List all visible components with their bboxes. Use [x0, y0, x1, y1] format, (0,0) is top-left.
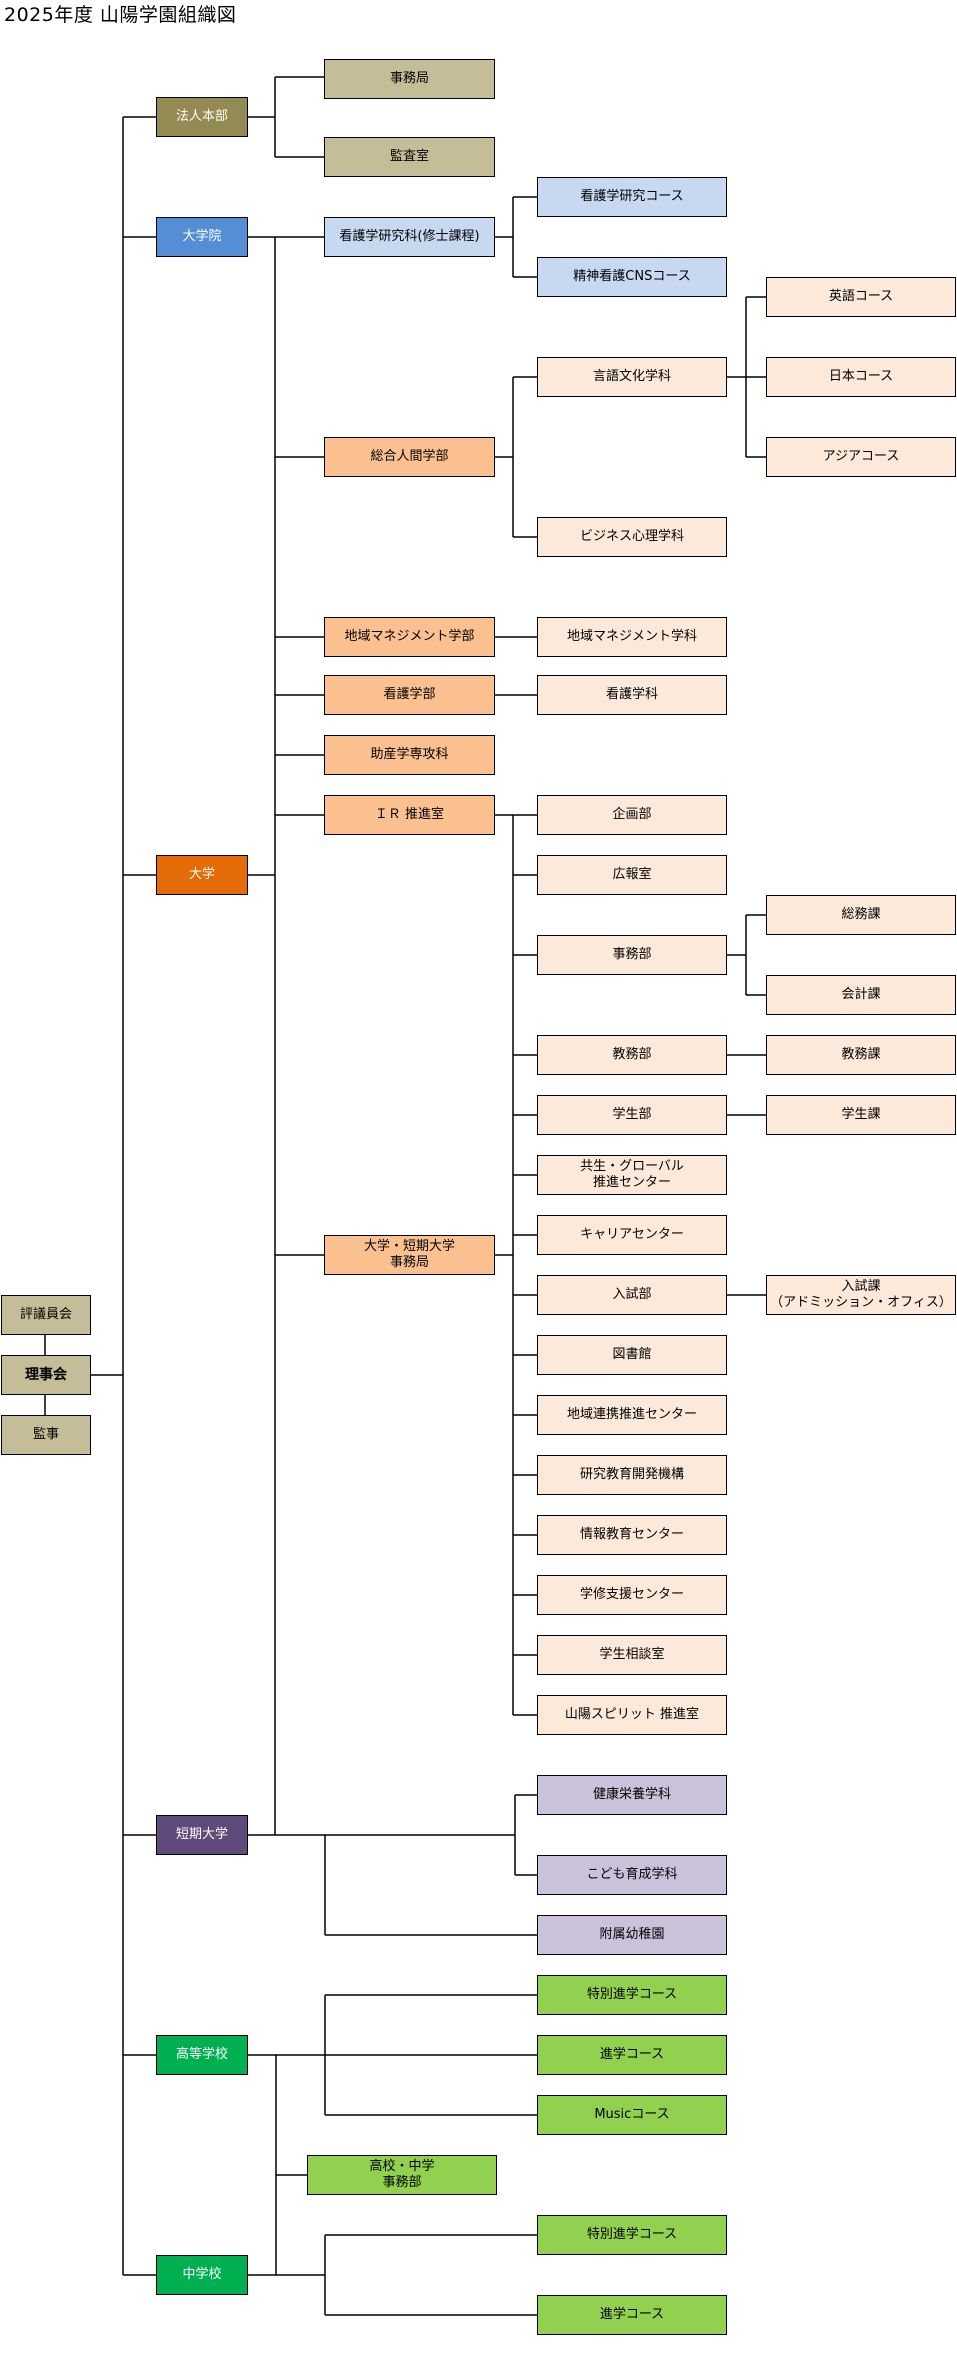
node-career: キャリアセンター	[537, 1215, 727, 1255]
node-jh-tokubetsu: 特別進学コース	[537, 2215, 727, 2255]
node-kyomubu: 教務部	[537, 1035, 727, 1075]
node-kyosei-global: 共生・グローバル 推進センター	[537, 1155, 727, 1195]
node-eigo-course: 英語コース	[766, 277, 956, 317]
node-jh-shingaku: 進学コース	[537, 2295, 727, 2335]
node-kodomo-ikusei: こども育成学科	[537, 1855, 727, 1895]
node-nihon-course: 日本コース	[766, 357, 956, 397]
node-chiiki-mgmt-gakubu: 地域マネジメント学部	[324, 617, 495, 657]
node-sogo-ningen: 総合人間学部	[324, 437, 495, 477]
node-kaikeika: 会計課	[766, 975, 956, 1015]
node-business-shinri: ビジネス心理学科	[537, 517, 727, 557]
node-hojin-honbu: 法人本部	[156, 97, 248, 137]
node-joho-kyoiku: 情報教育センター	[537, 1515, 727, 1555]
node-asia-course: アジアコース	[766, 437, 956, 477]
node-nyushika: 入試課 （アドミッション・オフィス）	[766, 1275, 956, 1315]
node-josan: 助産学専攻科	[324, 735, 495, 775]
node-chiiki-mgmt-gakka: 地域マネジメント学科	[537, 617, 727, 657]
node-chugakko: 中学校	[156, 2255, 248, 2295]
node-gakuseika: 学生課	[766, 1095, 956, 1135]
node-gakusei-sodan: 学生相談室	[537, 1635, 727, 1675]
node-kyomuka: 教務課	[766, 1035, 956, 1075]
node-toshokan: 図書館	[537, 1335, 727, 1375]
node-kenkyu-kyoiku: 研究教育開発機構	[537, 1455, 727, 1495]
node-hs-music: Musicコース	[537, 2095, 727, 2135]
node-kenko-eiyo: 健康栄養学科	[537, 1775, 727, 1815]
node-ir: ＩＲ 推進室	[324, 795, 495, 835]
node-gakuseibu: 学生部	[537, 1095, 727, 1135]
node-kango-gakka: 看護学科	[537, 675, 727, 715]
node-kochu-jimubu: 高校・中学 事務部	[307, 2155, 497, 2195]
node-somuka: 総務課	[766, 895, 956, 935]
node-jimukyoku-daigaku: 大学・短期大学 事務局	[324, 1235, 495, 1275]
node-chiiki-renkei: 地域連携推進センター	[537, 1395, 727, 1435]
node-kansashitsu: 監査室	[324, 137, 495, 177]
node-rijikai: 理事会	[1, 1355, 91, 1395]
node-kango-gakubu: 看護学部	[324, 675, 495, 715]
node-tanki-daigaku: 短期大学	[156, 1815, 248, 1855]
node-hyogiinkai: 評議員会	[1, 1295, 91, 1335]
node-fuzoku-yochien: 附属幼稚園	[537, 1915, 727, 1955]
node-koto-gakko: 高等学校	[156, 2035, 248, 2075]
node-koho: 広報室	[537, 855, 727, 895]
node-kanji: 監事	[1, 1415, 91, 1455]
node-kango-kenkyu-course: 看護学研究コース	[537, 177, 727, 217]
node-sanyo-spirit: 山陽スピリット 推進室	[537, 1695, 727, 1735]
node-gengo-bunka: 言語文化学科	[537, 357, 727, 397]
node-kikaku: 企画部	[537, 795, 727, 835]
node-gakushu-shien: 学修支援センター	[537, 1575, 727, 1615]
node-hs-tokubetsu: 特別進学コース	[537, 1975, 727, 2015]
node-daigakuin: 大学院	[156, 217, 248, 257]
node-daigaku: 大学	[156, 855, 248, 895]
node-jimubu: 事務部	[537, 935, 727, 975]
node-seishin-cns-course: 精神看護CNSコース	[537, 257, 727, 297]
node-hs-shingaku: 進学コース	[537, 2035, 727, 2075]
node-jimukyoku: 事務局	[324, 59, 495, 99]
page-title: 2025年度 山陽学園組織図	[4, 4, 237, 26]
node-kango-kenkyuka: 看護学研究科(修士課程)	[324, 217, 495, 257]
node-nyushibu: 入試部	[537, 1275, 727, 1315]
